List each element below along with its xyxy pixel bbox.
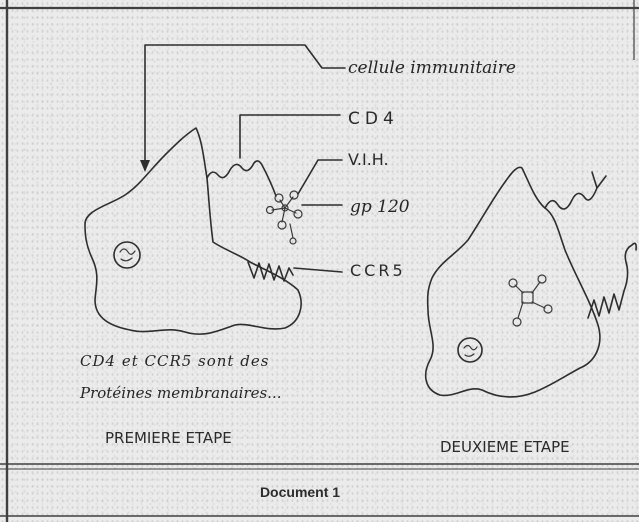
hiv-particle-2-core (522, 292, 533, 303)
gp120-knob-1a (275, 194, 283, 202)
document-caption: Document 1 (260, 484, 340, 500)
step-title-second: DEUXIEME ETAPE (440, 438, 570, 456)
gp120-knob-1f (290, 238, 296, 244)
gp120-knob-1c (294, 210, 302, 218)
ccr5-receptor-cell-2 (588, 243, 636, 318)
hiv-particle-1-spikes (272, 197, 296, 238)
immune-cell-1-membrane (85, 128, 301, 334)
hiv-particle-1 (267, 191, 303, 244)
gp120-knob-1b (290, 191, 298, 199)
label-cd4: CD4 (348, 109, 399, 129)
hiv-particle-2-spikes (515, 282, 545, 318)
label-gp120: gp 120 (350, 197, 410, 217)
cd4-receptor-cell-2 (545, 172, 606, 209)
hiv-pointer-line (298, 160, 342, 194)
cell-2-nucleus-content (464, 346, 477, 357)
cell-1-nucleus-content (120, 249, 135, 261)
cd4-receptor-cell-1 (207, 161, 276, 196)
hiv-particle-2 (509, 275, 552, 326)
gp120-knob-2d (513, 318, 521, 326)
label-pointers (140, 45, 345, 272)
note-line-2: Protéines membranaires... (79, 384, 282, 402)
note-line-1: CD4 et CCR5 sont des (80, 352, 269, 370)
immune-cell-pointer-line (145, 45, 345, 170)
cell-2-nucleus-outline (458, 338, 482, 362)
gp120-knob-2c (544, 305, 552, 313)
gp120-knob-2b (538, 275, 546, 283)
cell-2-nucleus (458, 338, 482, 362)
immune-cell-arrowhead-icon (140, 160, 150, 172)
first-step-cell-group (85, 128, 302, 334)
immune-cell-2-membrane (426, 167, 600, 397)
ccr5-pointer-line (294, 268, 342, 272)
cell-1-nucleus-outline (114, 242, 140, 268)
label-ccr5: CCR5 (350, 261, 406, 280)
second-step-cell-group (426, 167, 636, 397)
label-immune-cell: cellule immunitaire (348, 58, 516, 78)
cd4-pointer-line (240, 115, 340, 158)
step-title-first: PREMIERE ETAPE (105, 429, 232, 447)
gp120-knob-2a (509, 279, 517, 287)
cell-1-nucleus (114, 242, 140, 268)
label-hiv: V.I.H. (348, 150, 389, 169)
